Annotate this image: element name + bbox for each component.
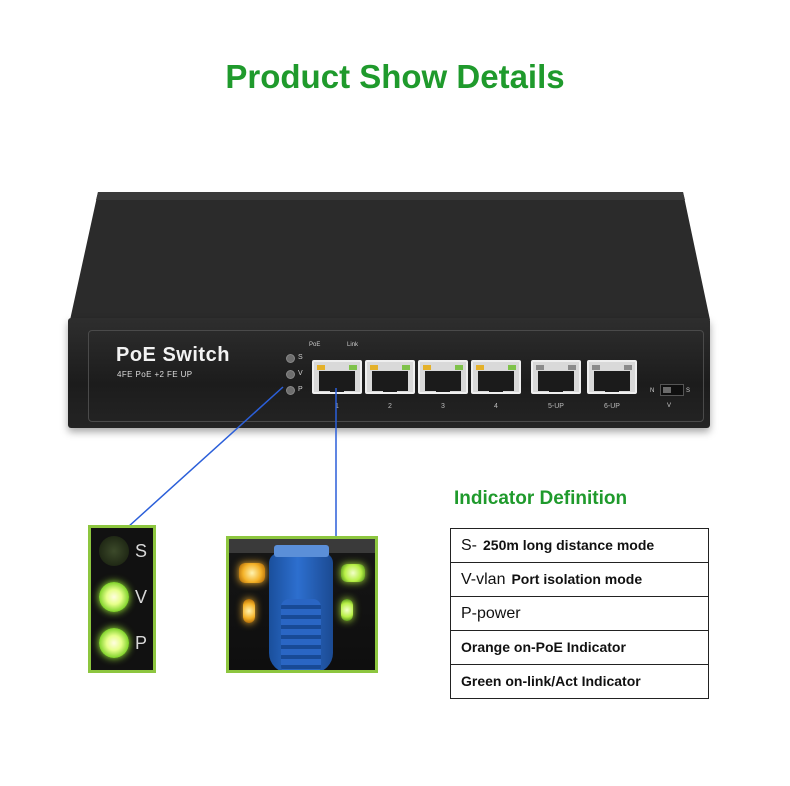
table-row: Orange on-PoE Indicator (450, 630, 709, 665)
port-2 (365, 360, 415, 394)
port-6-up (587, 360, 637, 394)
row-value: 250m long distance mode (483, 536, 655, 553)
row-value: Green on-link/Act Indicator (461, 672, 641, 689)
row-key: V-vlan (461, 570, 506, 588)
led-p-small (286, 386, 295, 395)
table-row: S- 250m long distance mode (450, 528, 709, 563)
port-4 (471, 360, 521, 394)
table-row: P-power (450, 596, 709, 631)
row-value: Port isolation mode (511, 570, 643, 587)
dip-label-v: V (667, 403, 672, 409)
port-label-1: 1 (335, 403, 339, 410)
switch-label-panel (88, 330, 704, 422)
port-5-up (531, 360, 581, 394)
led-v-large (99, 582, 129, 612)
poe-orange-led-reflection (243, 599, 255, 623)
led-p-large-label: P (135, 633, 148, 653)
switch-model-label: 4FE PoE +2 FE UP (117, 370, 193, 379)
switch-brand-label: PoE Switch (116, 344, 230, 366)
table-row: V-vlan Port isolation mode (450, 562, 709, 597)
led-s-large (99, 536, 129, 566)
led-s-small (286, 354, 295, 363)
cable-clip (274, 545, 329, 557)
port-1 (312, 360, 362, 394)
page-title: Product Show Details (225, 58, 565, 95)
led-p-large (99, 628, 129, 658)
dip-label-s: S (686, 388, 691, 394)
cable-boot (281, 599, 321, 670)
port-label-3: 3 (441, 403, 445, 410)
link-green-led-reflection (341, 599, 353, 621)
link-green-led (341, 564, 365, 582)
link-header-label: Link (347, 342, 359, 348)
led-v-large-label: V (135, 587, 148, 607)
led-zoom-inset: S V P (88, 525, 156, 673)
indicator-definition-table: S- 250m long distance mode V-vlan Port iso… (450, 528, 709, 699)
led-p-label: P (298, 386, 303, 393)
poe-header-label: PoE (309, 342, 321, 348)
port-zoom-inset (226, 536, 378, 673)
led-v-label: V (298, 370, 303, 377)
table-row: Green on-link/Act Indicator (450, 664, 709, 699)
port-label-4: 4 (494, 403, 498, 410)
row-key: S- (461, 536, 477, 554)
led-s-large-label: S (135, 541, 148, 561)
dip-switch (660, 384, 684, 396)
port-label-2: 2 (388, 403, 392, 410)
port-3 (418, 360, 468, 394)
row-value: Orange on-PoE Indicator (461, 638, 626, 655)
led-v-small (286, 370, 295, 379)
poe-orange-led (239, 563, 265, 583)
indicator-definition-heading: Indicator Definition (454, 488, 628, 509)
port-label-5-up: 5-UP (548, 403, 564, 410)
led-s-label: S (298, 354, 303, 361)
dip-label-n: N (650, 388, 655, 394)
port-label-6-up: 6-UP (604, 403, 620, 410)
row-key: P-power (461, 604, 521, 622)
switch-top-cover (70, 192, 710, 320)
